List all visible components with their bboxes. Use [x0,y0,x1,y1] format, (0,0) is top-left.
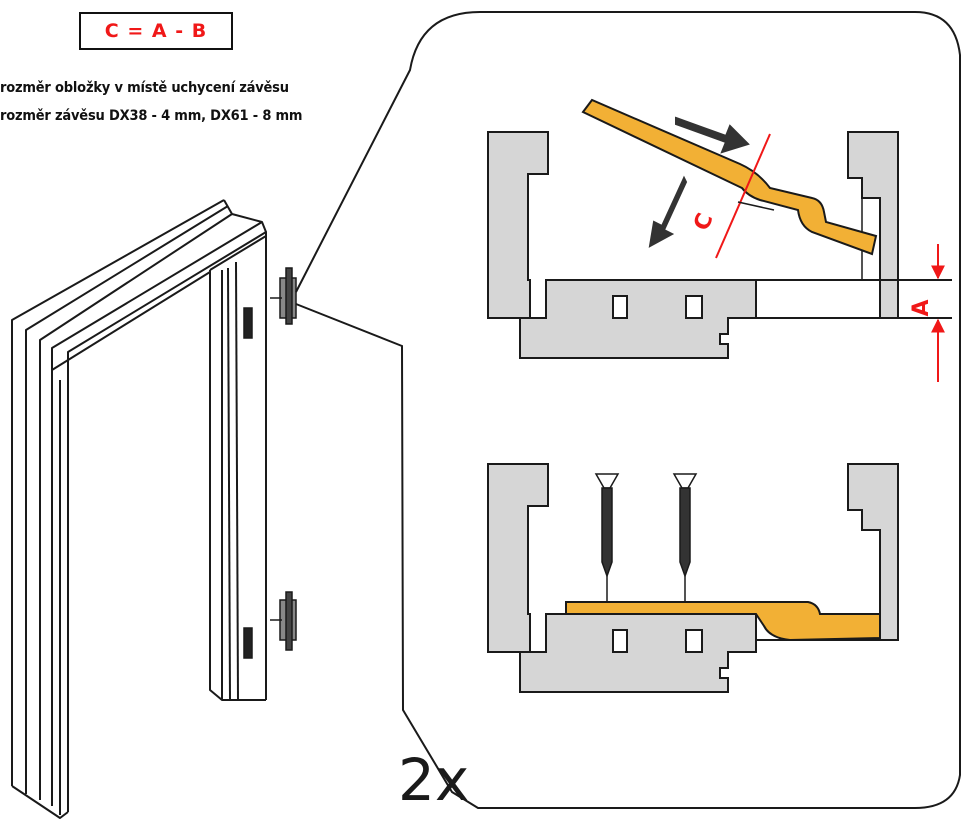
door-hinge-top [243,267,297,339]
panel-profile [519,279,757,359]
jamb-profile-right-bottom [847,463,899,641]
jamb-profile-left-bottom [487,463,549,653]
hinge-plate-tilted [581,98,878,256]
insert-arrow-down [648,175,688,248]
label-c: C [689,210,718,234]
legend-line-b: rozměr závěsu DX38 - 4 mm, DX61 - 8 mm [0,108,303,124]
jamb-profile-left [487,131,549,319]
formula-text: C = A - B [104,20,208,42]
formula-box: C = A - B [79,12,233,50]
detail-callout-outline [295,11,961,809]
hinge-plate-installed [565,601,881,642]
insert-arrow-right [675,116,750,154]
label-a: A [909,299,934,316]
door-hinge-bottom [243,591,297,659]
jamb-profile-right [847,131,899,319]
door-frame [11,199,267,819]
detail-top: C A [487,98,952,382]
detail-bottom [487,463,899,693]
screw-left [594,473,620,602]
panel-profile-bottom [519,613,757,693]
screw-right [672,473,698,602]
legend-line-a: rozměr obložky v místě uchycení závěsu [0,80,289,96]
label-count: 2x [398,746,469,814]
